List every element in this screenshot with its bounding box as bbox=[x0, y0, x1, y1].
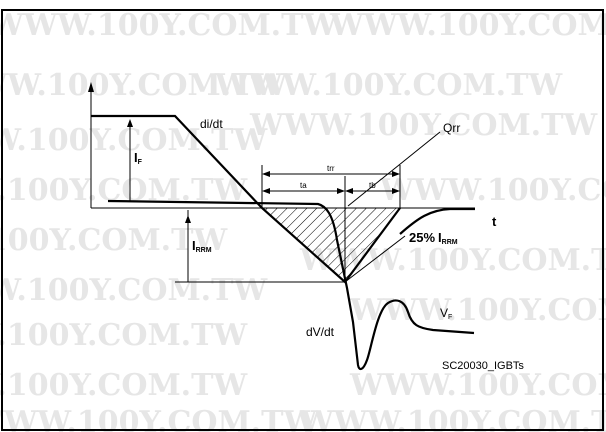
watermark-text: WWW.100Y.COM.TW bbox=[0, 368, 248, 403]
ta-label: ta bbox=[300, 181, 307, 190]
watermark-text: WWW.100Y.COM.TW bbox=[349, 293, 606, 328]
watermark-text: WWW.100Y.COM.TW bbox=[249, 108, 598, 143]
trr-arrow-left-icon bbox=[262, 171, 270, 177]
voltage-settle-curve bbox=[399, 207, 475, 235]
watermark-text: WWW.100Y.COM.TW bbox=[0, 405, 318, 432]
watermark-text: WWW.100Y.COM.TW bbox=[299, 405, 606, 432]
watermark-text: WWW.100Y.COM.TW bbox=[0, 8, 338, 43]
tb-arrow-left-icon bbox=[345, 188, 353, 194]
trr-label: trr bbox=[327, 164, 335, 173]
outer-frame bbox=[1, 9, 604, 431]
watermark-text: WWW.100Y.COM.TW bbox=[0, 318, 248, 353]
tb-arrow-right-icon bbox=[392, 188, 400, 194]
irrm-25-line bbox=[344, 235, 406, 283]
ta-arrow-right-icon bbox=[337, 188, 345, 194]
vf-label: VF bbox=[440, 306, 452, 321]
figure-id-label: SC20030_IGBTs bbox=[442, 360, 524, 372]
watermark-text: WWW.100Y.COM.TW bbox=[0, 273, 268, 308]
tb-label: tb bbox=[369, 181, 376, 190]
irrm-25-label: 25%IRRM bbox=[409, 230, 458, 246]
watermark-text: WWW.100Y.COM.TW bbox=[0, 223, 228, 258]
watermark-text: WWW.100Y.COM.TW bbox=[0, 68, 288, 103]
watermark-text: WWW.100Y.COM.TW bbox=[329, 8, 606, 43]
voltage-waveform bbox=[107, 199, 475, 371]
dv-dt-label: dV/dt bbox=[306, 325, 335, 339]
irrm-label: IRRM bbox=[192, 238, 212, 254]
watermark-group: WWW.100Y.COM.TW WWW.100Y.COM.TW WWW.100Y… bbox=[0, 8, 606, 432]
time-axis-label: t bbox=[492, 214, 497, 229]
qrr-leader-line bbox=[347, 131, 441, 207]
trr-arrow-right-icon bbox=[392, 171, 400, 177]
watermark-text: WWW.100Y.COM.TW bbox=[0, 123, 268, 158]
qrr-hatched-area bbox=[262, 208, 400, 282]
if-arrow-icon bbox=[127, 119, 133, 127]
ta-arrow-left-icon bbox=[262, 188, 270, 194]
di-dt-label: di/dt bbox=[200, 117, 223, 131]
watermark-text: WWW.100Y.COM.TW bbox=[349, 368, 606, 403]
if-label: IF bbox=[134, 150, 143, 166]
qrr-label: Qrr bbox=[443, 121, 460, 135]
vertical-axis-arrow bbox=[88, 82, 94, 92]
watermark-text: WWW.100Y.COM.TW bbox=[214, 68, 563, 103]
irrm-arrow-icon bbox=[185, 215, 191, 223]
watermark-text: WWW.100Y.COM.TW bbox=[379, 173, 606, 208]
